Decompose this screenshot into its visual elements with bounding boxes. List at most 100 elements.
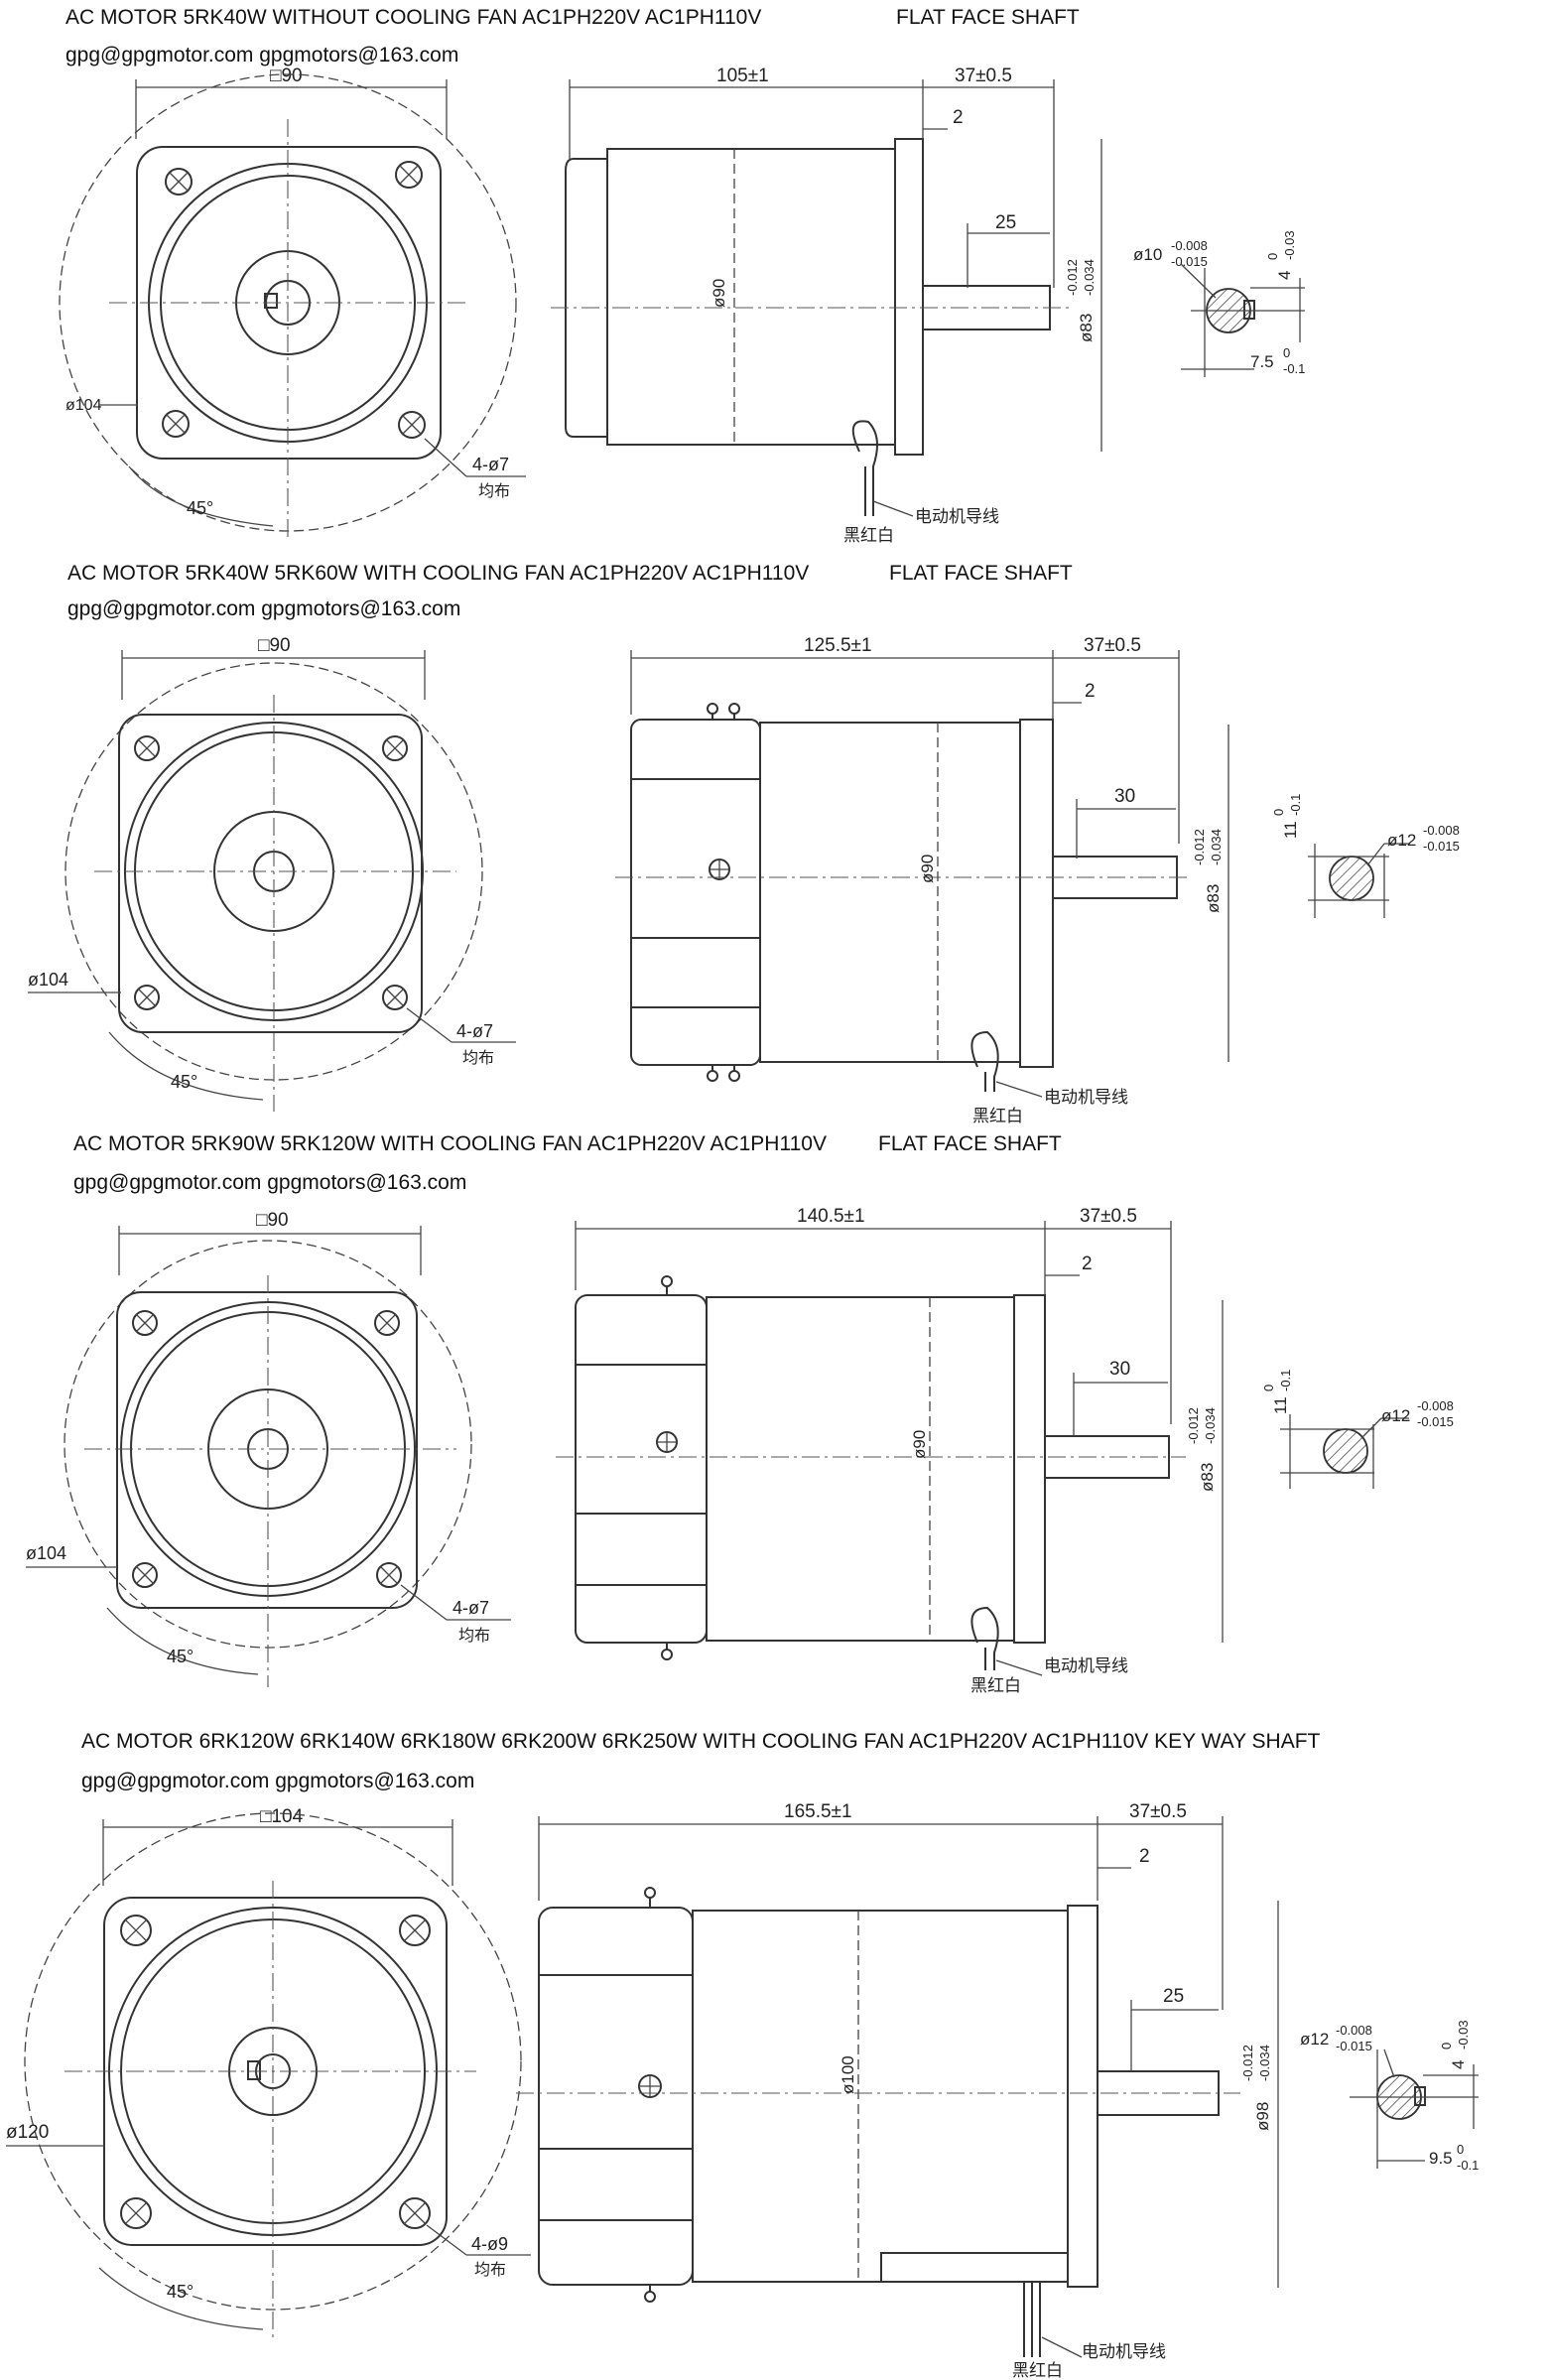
mount-hole [398, 411, 426, 439]
end-cap [565, 158, 607, 438]
mount-hole [120, 1915, 152, 1946]
shaft-length-dim: 37±0.5 [1129, 1801, 1187, 1822]
shaft-tol-dn: -0.015 [1171, 254, 1208, 269]
front-flange [894, 138, 924, 456]
circle-dim: ø120 [6, 2122, 49, 2143]
mount-hole [134, 735, 160, 761]
circle-dim: ø104 [65, 397, 102, 414]
square-dim: □90 [258, 635, 291, 656]
contact-email: gpg@gpgmotor.com gpgmotors@163.com [65, 44, 459, 66]
side-view: 165.5±1 37±0.5 2 ø100 25 ø98 - [516, 1801, 1279, 2380]
mount-hole [162, 410, 190, 438]
pilot-tol-up: -0.012 [1065, 259, 1080, 296]
mount-hole [374, 1310, 400, 1336]
shaft-tol-dn: -0.015 [1336, 2039, 1372, 2053]
motor-section-2: AC MOTOR 5RK40W 5RK60W WITH COOLING FAN … [0, 556, 1550, 1126]
lead-colors-label: 黑红白 [972, 1107, 1023, 1125]
length-dim: 165.5±1 [784, 1801, 852, 1822]
shaft-dia-dim: ø12 [1387, 831, 1416, 850]
body-dia-dim: ø90 [918, 855, 937, 883]
square-dim: □104 [260, 1806, 304, 1827]
flange-dim: 2 [1082, 1254, 1093, 1274]
length-dim: 105±1 [716, 66, 769, 86]
angle-dim: 45° [171, 1072, 197, 1092]
mount-hole [395, 161, 423, 189]
front-view: □90 4-ø7 均布 ø104 45° [28, 635, 516, 1112]
side-view: 105±1 37±0.5 2 ø90 25 ø83 -0.012 -0.034 … [551, 66, 1102, 545]
pilot-tol-dn: -0.034 [1209, 829, 1224, 865]
pilot-tol-up: -0.012 [1192, 829, 1207, 865]
side-view: 125.5±1 37±0.5 2 ø90 30 ø83 [615, 635, 1229, 1125]
motor-drawing: □90 4-ø7 均布 ø104 45° [59, 66, 1305, 545]
contact-email: gpg@gpgmotor.com gpgmotors@163.com [81, 1770, 475, 1792]
pilot-tol-dn: -0.034 [1257, 2045, 1272, 2081]
section-title: AC MOTOR 6RK120W 6RK140W 6RK180W 6RK200W… [81, 1730, 1321, 1753]
section-a-dim: 11 [1281, 821, 1300, 839]
holes-note: 均布 [474, 2261, 506, 2279]
mount-hole [376, 1562, 402, 1588]
bolt-circle [65, 662, 483, 1081]
pilot-dia-dim: ø83 [1204, 884, 1223, 913]
pilot-dia-dim: ø98 [1253, 2102, 1272, 2131]
body-dia-dim: ø100 [839, 2055, 857, 2094]
lead-wire [970, 1606, 999, 1670]
pilot-tol-up: -0.012 [1240, 2045, 1255, 2081]
section-b-tol-dn: -0.1 [1283, 361, 1305, 376]
motor-drawing: □90 4-ø7 均布 ø104 45° [28, 635, 1460, 1125]
holes-dim: 4-ø7 [456, 1021, 493, 1041]
section-a-tol-dn: -0.03 [1282, 230, 1297, 260]
motor-body [606, 148, 896, 446]
motor-section-1: AC MOTOR 5RK40W WITHOUT COOLING FAN AC1P… [0, 0, 1550, 556]
key-length-dim: 30 [1109, 1359, 1130, 1380]
pilot-dia-dim: ø83 [1077, 314, 1096, 342]
shaft-type-label: FLAT FACE SHAFT [878, 1132, 1062, 1155]
angle-dim: 45° [167, 2282, 194, 2302]
lead-wire [851, 420, 878, 516]
shaft-tol-up: -0.008 [1336, 2023, 1372, 2038]
motor-section-3: AC MOTOR 5RK90W 5RK120W WITH COOLING FAN… [0, 1126, 1550, 1712]
motor-body [759, 722, 1021, 1063]
section-title: AC MOTOR 5RK40W 5RK60W WITH COOLING FAN … [67, 562, 810, 585]
mount-hole [382, 985, 408, 1010]
body-dia-dim: ø90 [910, 1430, 929, 1459]
square-dim: □90 [256, 1210, 289, 1231]
shaft-section: ø12 -0.008 -0.015 4 0 -0.03 9.5 0 -0.1 [1300, 2020, 1479, 2173]
fan-cover [538, 1907, 694, 2286]
key-length-dim: 30 [1114, 786, 1135, 807]
front-view: □90 4-ø7 均布 ø104 45° [26, 1210, 511, 1687]
bolt-circle [24, 1812, 522, 2311]
section-b-tol-up: 0 [1457, 2142, 1464, 2157]
mount-hole [382, 735, 408, 761]
shaft-tol-up: -0.008 [1171, 238, 1208, 253]
shaft-section: 11 0 -0.1 ø12 -0.008 -0.015 [1271, 794, 1460, 918]
shaft-dia-dim: ø10 [1133, 245, 1162, 264]
motor-section-4: AC MOTOR 6RK120W 6RK140W 6RK180W 6RK200W… [0, 1712, 1550, 2380]
mount-hole [399, 1915, 431, 1946]
shaft-section: 11 0 -0.1 ø12 -0.008 -0.015 [1261, 1370, 1454, 1489]
section-a-tol-up: 0 [1261, 1385, 1276, 1391]
fan-cover [630, 719, 761, 1066]
pilot-tol-dn: -0.034 [1082, 259, 1097, 296]
lead-wire-label: 电动机导线 [1082, 2342, 1166, 2361]
shaft-tol-up: -0.008 [1423, 823, 1460, 838]
section-a-dim: 11 [1271, 1396, 1290, 1414]
motor-body [706, 1296, 1015, 1642]
section-title: AC MOTOR 5RK40W WITHOUT COOLING FAN AC1P… [65, 6, 762, 29]
holes-note: 均布 [478, 482, 510, 500]
shaft-tol-dn: -0.015 [1417, 1414, 1454, 1429]
contact-email: gpg@gpgmotor.com gpgmotors@163.com [73, 1171, 467, 1194]
flange-dim: 2 [953, 107, 964, 128]
key-length-dim: 25 [1163, 1986, 1184, 2007]
section-a-tol-up: 0 [1265, 253, 1280, 260]
shaft-section-circle [1323, 1428, 1368, 1474]
shaft-type-label: FLAT FACE SHAFT [889, 562, 1073, 585]
section-a-dim: 4 [1275, 271, 1294, 280]
circle-dim: ø104 [26, 1543, 66, 1563]
shaft-section-circle [1329, 856, 1374, 901]
shaft-length-dim: 37±0.5 [955, 66, 1012, 86]
section-a-tol-up: 0 [1271, 809, 1286, 816]
mount-hole [120, 2197, 152, 2229]
section-b-dim: 9.5 [1429, 2149, 1453, 2168]
lead-colors-label: 黑红白 [970, 1676, 1021, 1695]
holes-note: 均布 [462, 1049, 494, 1067]
